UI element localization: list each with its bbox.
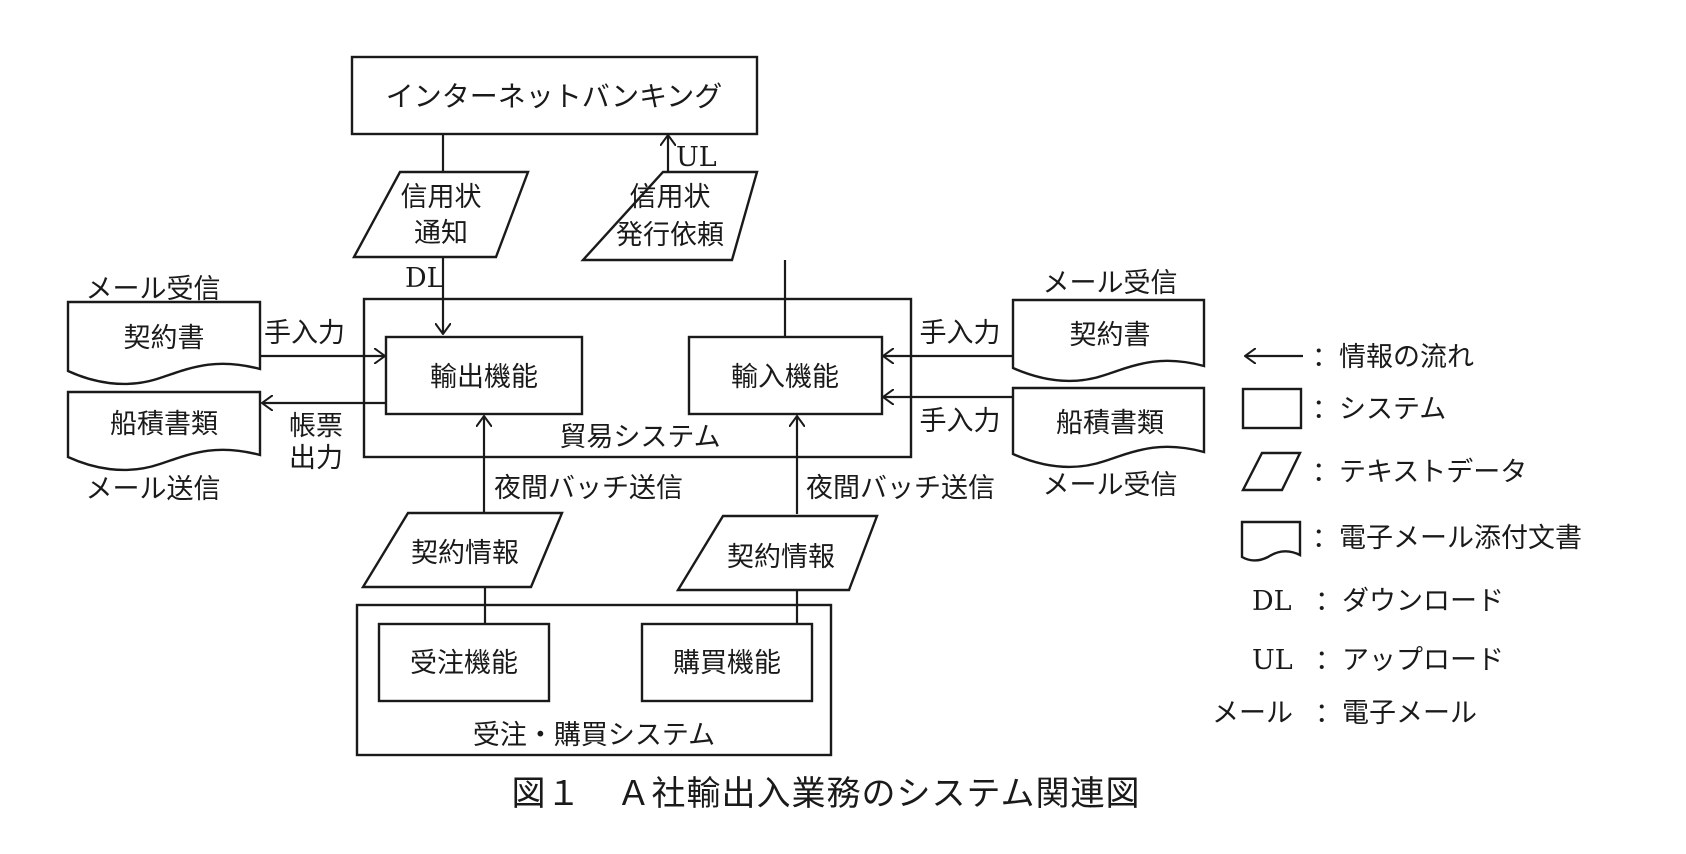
- trade-system-label: 貿易システム: [559, 422, 720, 453]
- left-contract-document: 契約書: [66, 300, 262, 386]
- order-purchase-system-box: 受注・購買システム: [355, 603, 833, 757]
- legend-item-system: ：システム: [1241, 387, 1446, 430]
- parallelogram-icon: [1241, 451, 1302, 492]
- order-purchase-system-label: 受注・購買システム: [473, 720, 715, 751]
- contract-info-right-data: 契約情報: [675, 514, 879, 592]
- contract-info-right-label: 契約情報: [727, 542, 835, 573]
- legend-item-mail: メール ：電子メール: [1212, 698, 1477, 729]
- legend-item-dl: DL ：ダウンロード: [1252, 586, 1504, 617]
- contract-info-left-label: 契約情報: [411, 538, 519, 569]
- report-output-line1: 帳票: [289, 411, 343, 442]
- order-function-box: 受注機能: [377, 622, 551, 703]
- left-shipping-mail-label: メール送信: [86, 474, 221, 505]
- right-contract-mail-label: メール受信: [1043, 268, 1178, 299]
- contract-info-left-data: 契約情報: [360, 511, 564, 589]
- manual-input-label-left: 手入力: [264, 318, 345, 349]
- night-batch-label-right: 夜間バッチ送信: [806, 473, 995, 504]
- import-function-box: 輸入機能: [687, 335, 884, 416]
- export-function-label: 輸出機能: [430, 362, 538, 393]
- lc-request-line1: 信用状: [630, 182, 711, 213]
- report-output-line2: 出力: [289, 443, 343, 474]
- trade-system-box: 貿易システム: [362, 297, 913, 459]
- import-function-label: 輸入機能: [731, 362, 839, 393]
- manual-input-label-right-bottom: 手入力: [920, 406, 1001, 437]
- legend-item-text-data: ：テキストデータ: [1241, 451, 1527, 492]
- export-function-box: 輸出機能: [384, 335, 584, 416]
- legend-ul-abbr: UL: [1252, 645, 1293, 676]
- figure-caption: 図１ Ａ社輸出入業務のシステム関連図: [512, 774, 1141, 814]
- lc-notice-data: 信用状 通知: [351, 170, 530, 259]
- lc-notice-line2: 通知: [414, 218, 468, 249]
- right-contract-label: 契約書: [1070, 320, 1151, 351]
- right-shipping-mail-label: メール受信: [1043, 470, 1178, 501]
- legend-item-ul: UL ：アップロード: [1252, 645, 1504, 676]
- legend-dl-text: ：ダウンロード: [1315, 586, 1504, 617]
- left-contract-mail-label: メール受信: [86, 274, 221, 305]
- lc-request-data: 信用状 発行依頼: [580, 170, 759, 262]
- right-shipping-document: 船積書類: [1011, 386, 1206, 469]
- purchase-function-label: 購買機能: [673, 648, 781, 679]
- purchase-function-box: 購買機能: [640, 622, 814, 703]
- manual-input-label-right-top: 手入力: [920, 318, 1001, 349]
- legend-dl-abbr: DL: [1252, 586, 1292, 617]
- legend-text-data-text: ：テキストデータ: [1312, 457, 1527, 488]
- legend-item-document: ：電子メール添付文書: [1240, 520, 1582, 562]
- legend-flow-text: ：情報の流れ: [1312, 342, 1474, 373]
- night-batch-label-left: 夜間バッチ送信: [494, 473, 683, 504]
- internet-banking-label: インターネットバンキング: [386, 80, 723, 113]
- legend-mail-text: ：電子メール: [1315, 698, 1477, 729]
- legend-mail-abbr: メール: [1212, 698, 1293, 729]
- lc-notice-line1: 信用状: [401, 182, 482, 213]
- right-contract-document: 契約書: [1011, 298, 1206, 383]
- legend-system-text: ：システム: [1312, 394, 1446, 425]
- dl-label: DL: [405, 263, 445, 294]
- document-icon: [1240, 520, 1302, 562]
- internet-banking-box: インターネットバンキング: [350, 55, 759, 136]
- left-contract-label: 契約書: [124, 323, 205, 354]
- legend-ul-text: ：アップロード: [1315, 645, 1504, 676]
- rectangle-icon: [1241, 387, 1303, 430]
- order-function-label: 受注機能: [410, 648, 518, 679]
- right-shipping-label: 船積書類: [1056, 408, 1164, 439]
- lc-request-line2: 発行依頼: [616, 220, 724, 251]
- ul-label: UL: [676, 142, 717, 173]
- left-shipping-document: 船積書類: [66, 390, 262, 472]
- legend-item-flow: ：情報の流れ: [1245, 342, 1474, 373]
- legend: ：情報の流れ ：システム ：テキストデータ ：電子メール添付文書 DL ：ダウン…: [1212, 342, 1582, 729]
- left-shipping-label: 船積書類: [110, 409, 218, 440]
- legend-document-text: ：電子メール添付文書: [1312, 523, 1582, 554]
